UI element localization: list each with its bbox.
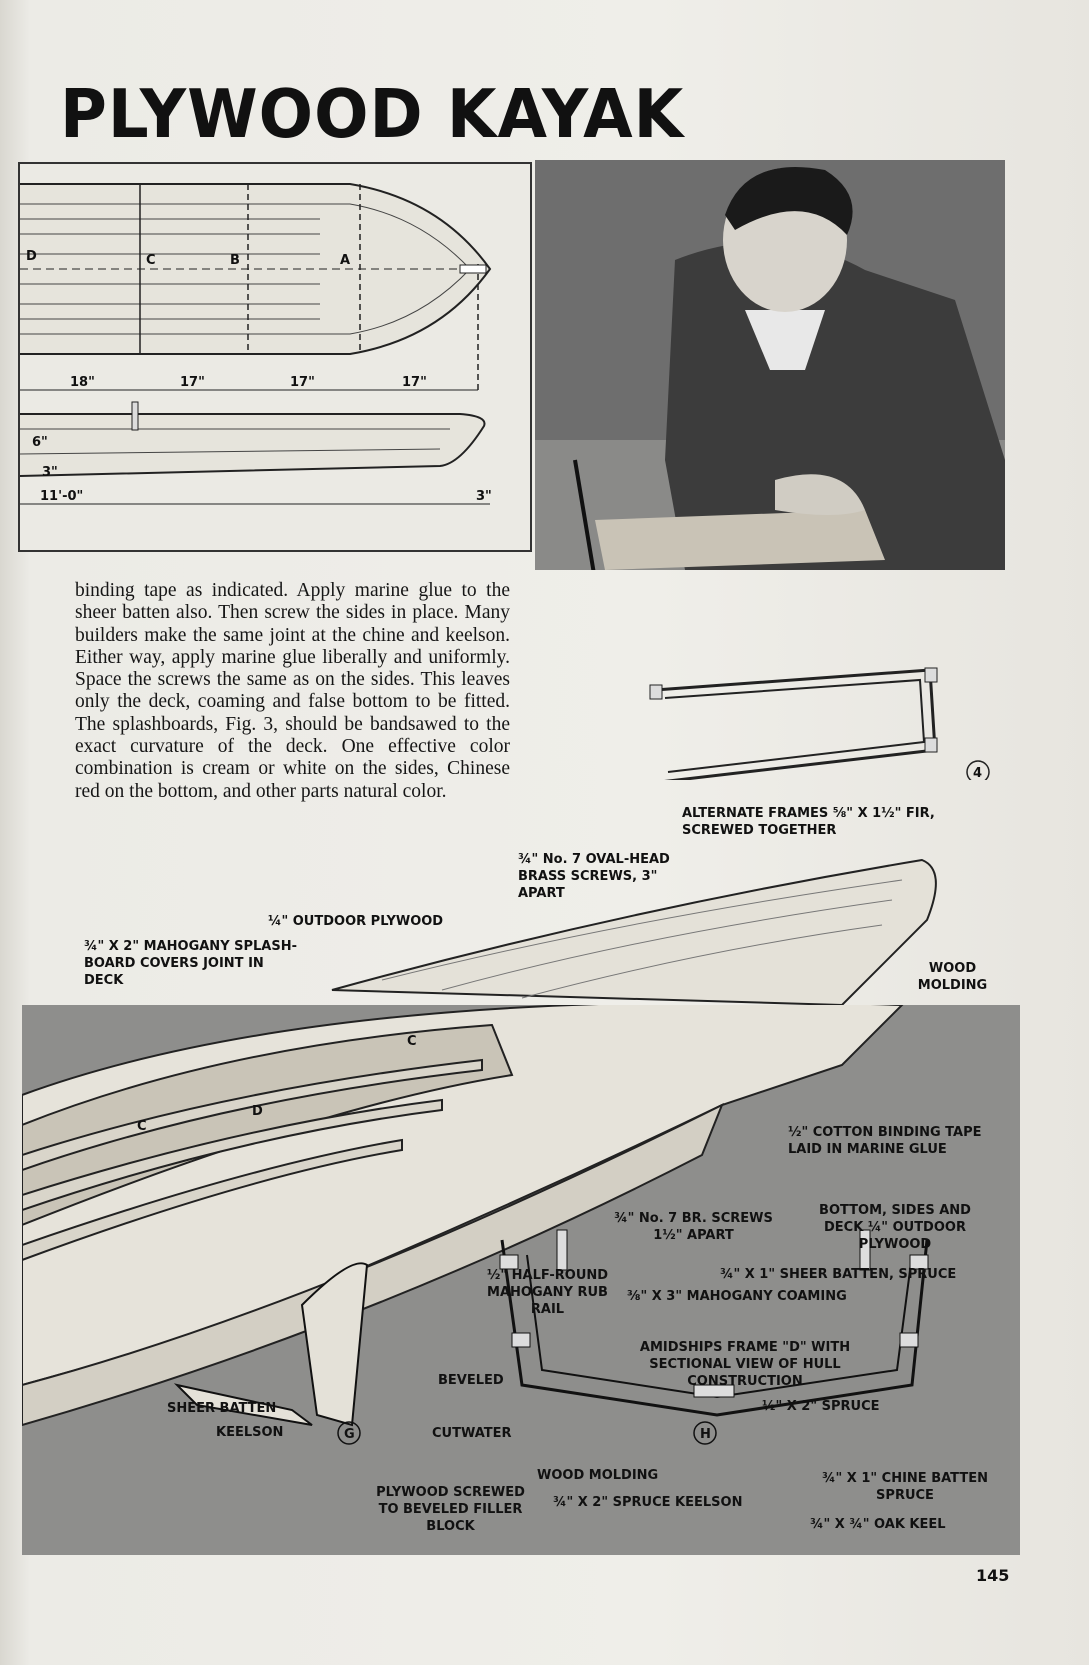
plan-drawing: D C B A 18" 17" 17" 17" 6" 3" 11'-0" 3" [18,162,532,552]
frames-caption-line1: ALTERNATE FRAMES ⅝" X 1½" FIR, [682,806,935,821]
builder-photo-svg [535,160,1005,570]
cutwater-label: CUTWATER [432,1426,512,1441]
article-body-text: binding tape as indicated. Apply marine … [75,580,510,802]
wood-molding-bottom-label: WOOD MOLDING [537,1468,659,1483]
side-height: 6" [32,435,48,450]
hull-deck-upper-svg [331,858,937,1007]
sweater [665,242,1005,570]
frame-label-d: D [252,1104,263,1119]
section-letter: A [340,253,350,268]
hand [775,474,865,515]
cutwater-detail [300,1262,369,1427]
hull-side [22,1102,724,1427]
coping-saw [573,459,596,570]
frame-label-c1: C [407,1034,417,1049]
binding-tape-label: ½" COTTON BINDING TAPE LAID IN MARINE GL… [788,1125,982,1157]
frame-label-c2: C [137,1119,147,1134]
page-number: 145 [976,1566,1010,1585]
fig-h-circle [693,1421,717,1445]
frames-figure: 4 ALTERNATE FRAMES ⅝" X 1½" FIR, SCREWED… [640,660,1005,845]
figure-number: 4 [973,766,982,780]
hull-drawing: C C D G H [22,1005,1020,1555]
wood-molding-top-label: WOOD MOLDING [917,961,988,993]
dimension-label: 18" [70,375,95,390]
outdoor-plywood-label: ¼" OUTDOOR PLYWOOD [268,914,444,929]
side-plank [19,448,441,455]
hair [725,167,853,235]
hull-side-outline [19,413,486,477]
splashboard-label: ¾" X 2" MAHOGANY SPLASH-BOARD COVERS JOI… [84,939,298,988]
amidships-label: AMIDSHIPS FRAME "D" WITH SECTIONAL VIEW … [639,1340,851,1389]
coaming-label: ⅜" X 3" MAHOGANY COAMING [627,1289,847,1304]
cockpit-frames [22,1058,483,1262]
oval-screws-label: ¾" No. 7 OVAL-HEAD BRASS SCREWS, 3" APAR… [518,852,670,901]
br-screws-label: ¾" No. 7 BR. SCREWS 1½" APART [614,1211,773,1243]
beveled-label: BEVELED [438,1373,504,1388]
bottom-sides-deck-label: BOTTOM, SIDES AND DECK ¼" OUTDOOR PLYWOO… [819,1203,971,1252]
sheer-batten-g-label: SHEER BATTEN [167,1401,277,1416]
section-letter: D [26,249,37,264]
collar [745,310,825,370]
side-bottom: 3" [42,465,58,480]
side-length: 11'-0" [40,489,83,504]
section-letter: B [230,253,240,268]
keelson-label: KEELSON [216,1425,284,1440]
fig-g-circle [337,1421,361,1445]
section-battens [499,1229,929,1398]
page-title: PLYWOOD KAYAK [60,76,685,154]
section-letter: C [146,253,156,268]
dimension-label: 17" [180,375,205,390]
plywood-screwed-label: PLYWOOD SCREWED TO BEVELED FILLER BLOCK [376,1485,525,1534]
keelson-detail [173,1383,313,1426]
builder-photo [535,160,1005,570]
plywood-board [595,510,885,570]
fig-g-label: G [344,1427,355,1442]
spruce-keelson-label: ¾" X 2" SPRUCE KEELSON [553,1495,743,1510]
hull-deck-upper [22,850,1020,1010]
plan-drawing-svg: D C B A 18" 17" 17" 17" 6" 3" 11'-0" 3" [19,183,492,505]
hull-plan-planks [20,203,471,335]
oak-keel-label: ¾" X ¾" OAK KEEL [810,1517,946,1532]
frames-drawing: 4 [649,667,990,784]
frames-caption-line2: SCREWED TOGETHER [682,823,837,838]
sheer-batten-label: ¾" X 1" SHEER BATTEN, SPRUCE [720,1267,957,1282]
hull-drawing-svg: C C D G H [22,1005,1020,1555]
bow-block [459,264,487,274]
fig-h-label: H [700,1427,711,1442]
dimension-label: 17" [402,375,427,390]
side-bow: 3" [476,489,492,504]
chine-batten-label: ¾" X 1" CHINE BATTEN SPRUCE [822,1471,988,1503]
dimension-label: 17" [290,375,315,390]
half-spruce-label: ½" X 2" SPRUCE [762,1399,880,1414]
rub-rail-label: ½" HALF-ROUND MAHOGANY RUB RAIL [486,1268,609,1317]
coaming-side [131,401,139,431]
